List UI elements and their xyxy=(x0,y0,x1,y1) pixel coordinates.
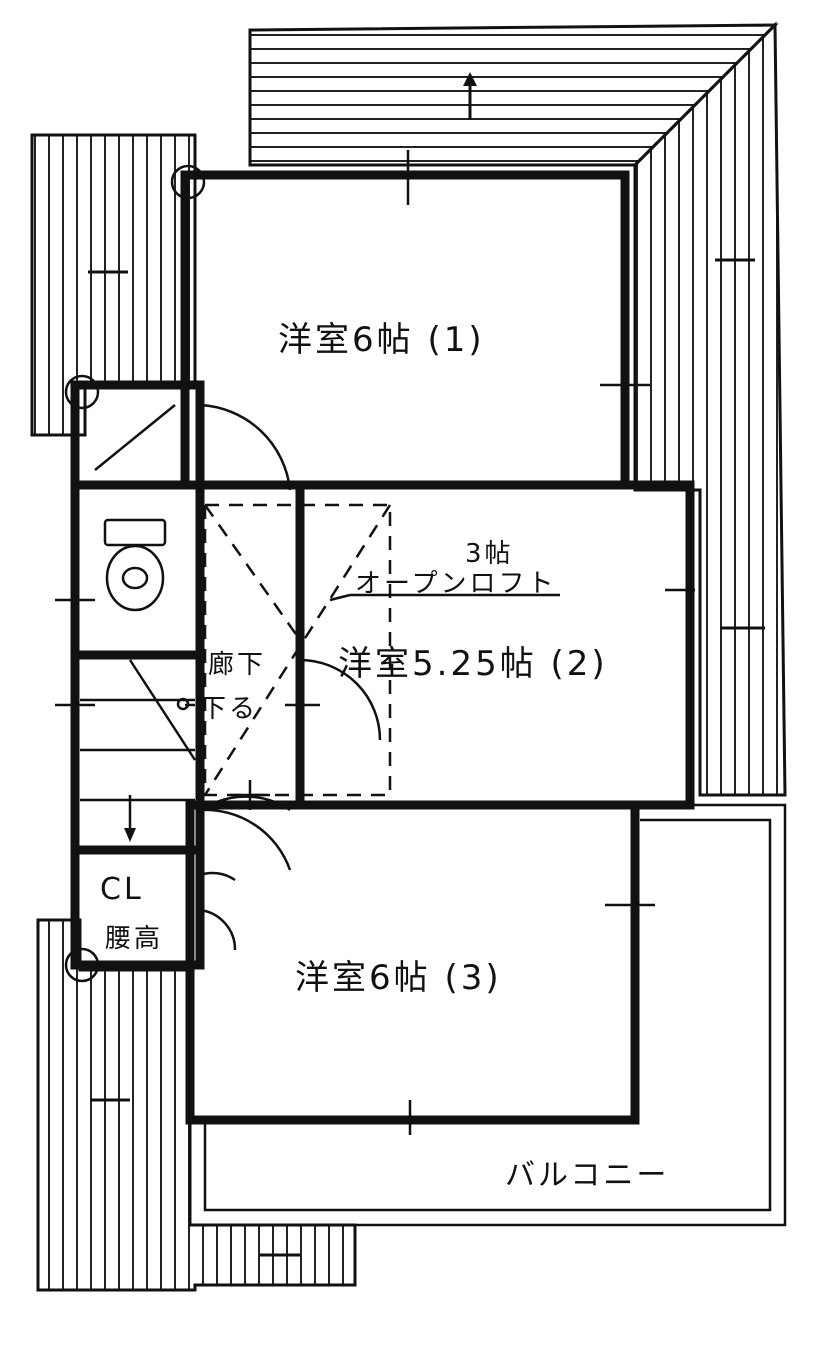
walls xyxy=(70,170,695,1125)
stairs-down-label: 下る xyxy=(200,694,259,724)
wall-ticks xyxy=(55,150,695,1135)
roof-left-top xyxy=(30,133,197,437)
room-2-label: 洋室5.25帖 (2) xyxy=(338,644,608,684)
toilet-fixture xyxy=(103,518,167,612)
closet-mark-label: CL xyxy=(100,872,144,907)
stairs-lines xyxy=(80,659,197,842)
loft-outline xyxy=(203,503,560,797)
balcony-label: バルコニー xyxy=(505,1158,670,1193)
closet-note-label: 腰高 xyxy=(105,924,164,954)
hall-label: 廊下 xyxy=(208,650,267,680)
room-1-label: 洋室6帖 (1) xyxy=(278,320,485,360)
loft-size-label: 3帖 xyxy=(465,539,514,569)
balcony-area xyxy=(188,803,787,1227)
loft-name-label: オープンロフト xyxy=(355,569,557,599)
corner-posts xyxy=(64,164,206,983)
door-swings xyxy=(94,403,382,951)
roof-right xyxy=(633,21,787,797)
room-3-label: 洋室6帖 (3) xyxy=(295,958,502,998)
